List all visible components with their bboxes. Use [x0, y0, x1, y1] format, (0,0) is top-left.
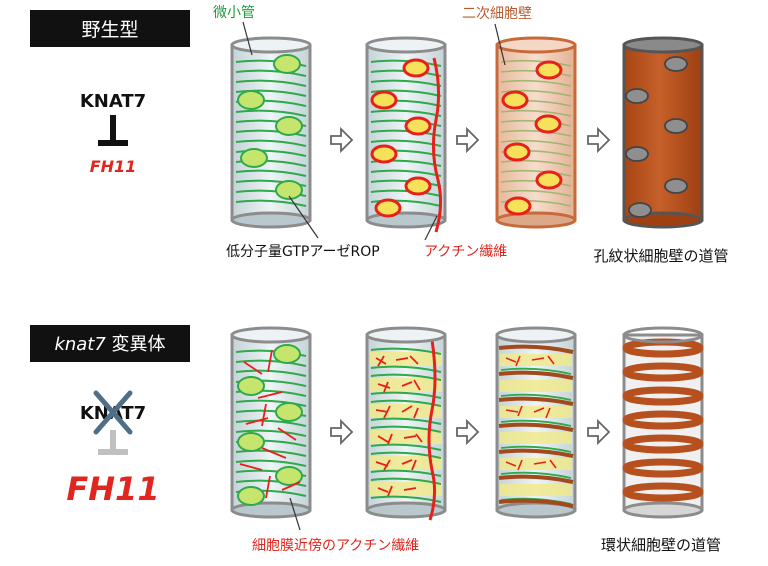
wildtype-pitted-vessel: [622, 36, 704, 229]
repression-stem: [110, 115, 116, 143]
mutant-header: knat7 変異体: [30, 325, 190, 362]
mutant-fh11-label: FH11: [66, 470, 159, 508]
inactive-repression-stem: [110, 430, 116, 452]
microtubule-label: 微小管: [213, 5, 255, 21]
wildtype-tube-3: [495, 36, 577, 229]
hollow-right-arrow-icon: [587, 126, 611, 154]
repression-bar: [98, 140, 128, 146]
wildtype-microtubule-callout: 微小管: [213, 5, 255, 56]
scattered-actin: [239, 349, 301, 499]
annular-rings: [622, 338, 704, 502]
wildtype-header-text: 野生型: [81, 19, 138, 41]
hollow-right-arrow-icon: [330, 418, 354, 446]
wildtype-result-label: 孔紋状細胞壁の道管: [593, 247, 728, 265]
wildtype-rop-callout: 低分子量GTPアーゼROP: [226, 195, 380, 260]
mutant-tube-2: [365, 326, 447, 521]
rop-label: 低分子量GTPアーゼROP: [226, 244, 380, 260]
secondary-wall-label: 二次細胞壁: [462, 6, 532, 22]
mutant-header-gene: knat7: [54, 334, 106, 355]
actin-filament: [431, 57, 443, 233]
wall-rings: [498, 344, 574, 508]
mutant-annular-vessel: [622, 326, 704, 519]
secondary-wall-callout: 二次細胞壁: [462, 6, 532, 66]
rop-ovals: [237, 54, 303, 200]
wildtype-knat7-label: KNAT7: [80, 91, 146, 112]
wildtype-gene-regulation: KNAT7 FH11: [80, 91, 146, 176]
mutant-tube-1: [230, 326, 312, 519]
wildtype-tube-1: [230, 36, 312, 229]
wildtype-fh11-label: FH11: [90, 157, 137, 176]
mutant-gene-regulation: KNAT7 FH11: [66, 390, 160, 508]
wildtype-actin-callout: アクチン繊維: [424, 215, 507, 260]
wildtype-tube-2: [365, 36, 447, 233]
hollow-right-arrow-icon: [587, 418, 611, 446]
hollow-right-arrow-icon: [456, 126, 480, 154]
wildtype-header: 野生型: [30, 10, 190, 47]
mutant-header-text: knat7 変異体: [54, 334, 165, 355]
actin-label: アクチン繊維: [424, 244, 507, 260]
cross-icon: [93, 390, 133, 435]
hollow-right-arrow-icon: [456, 418, 480, 446]
mutant-header-suffix: 変異体: [106, 334, 166, 355]
hollow-right-arrow-icon: [330, 126, 354, 154]
mutant-result-label: 環状細胞壁の道管: [601, 536, 721, 554]
inactive-repression-bar: [98, 449, 128, 455]
actin-filament: [427, 339, 437, 521]
actin-near-membrane-callout: 細胞膜近傍のアクチン繊維: [252, 497, 419, 554]
actin-near-membrane-label: 細胞膜近傍のアクチン繊維: [252, 537, 419, 554]
mutant-tube-3: [495, 326, 577, 519]
